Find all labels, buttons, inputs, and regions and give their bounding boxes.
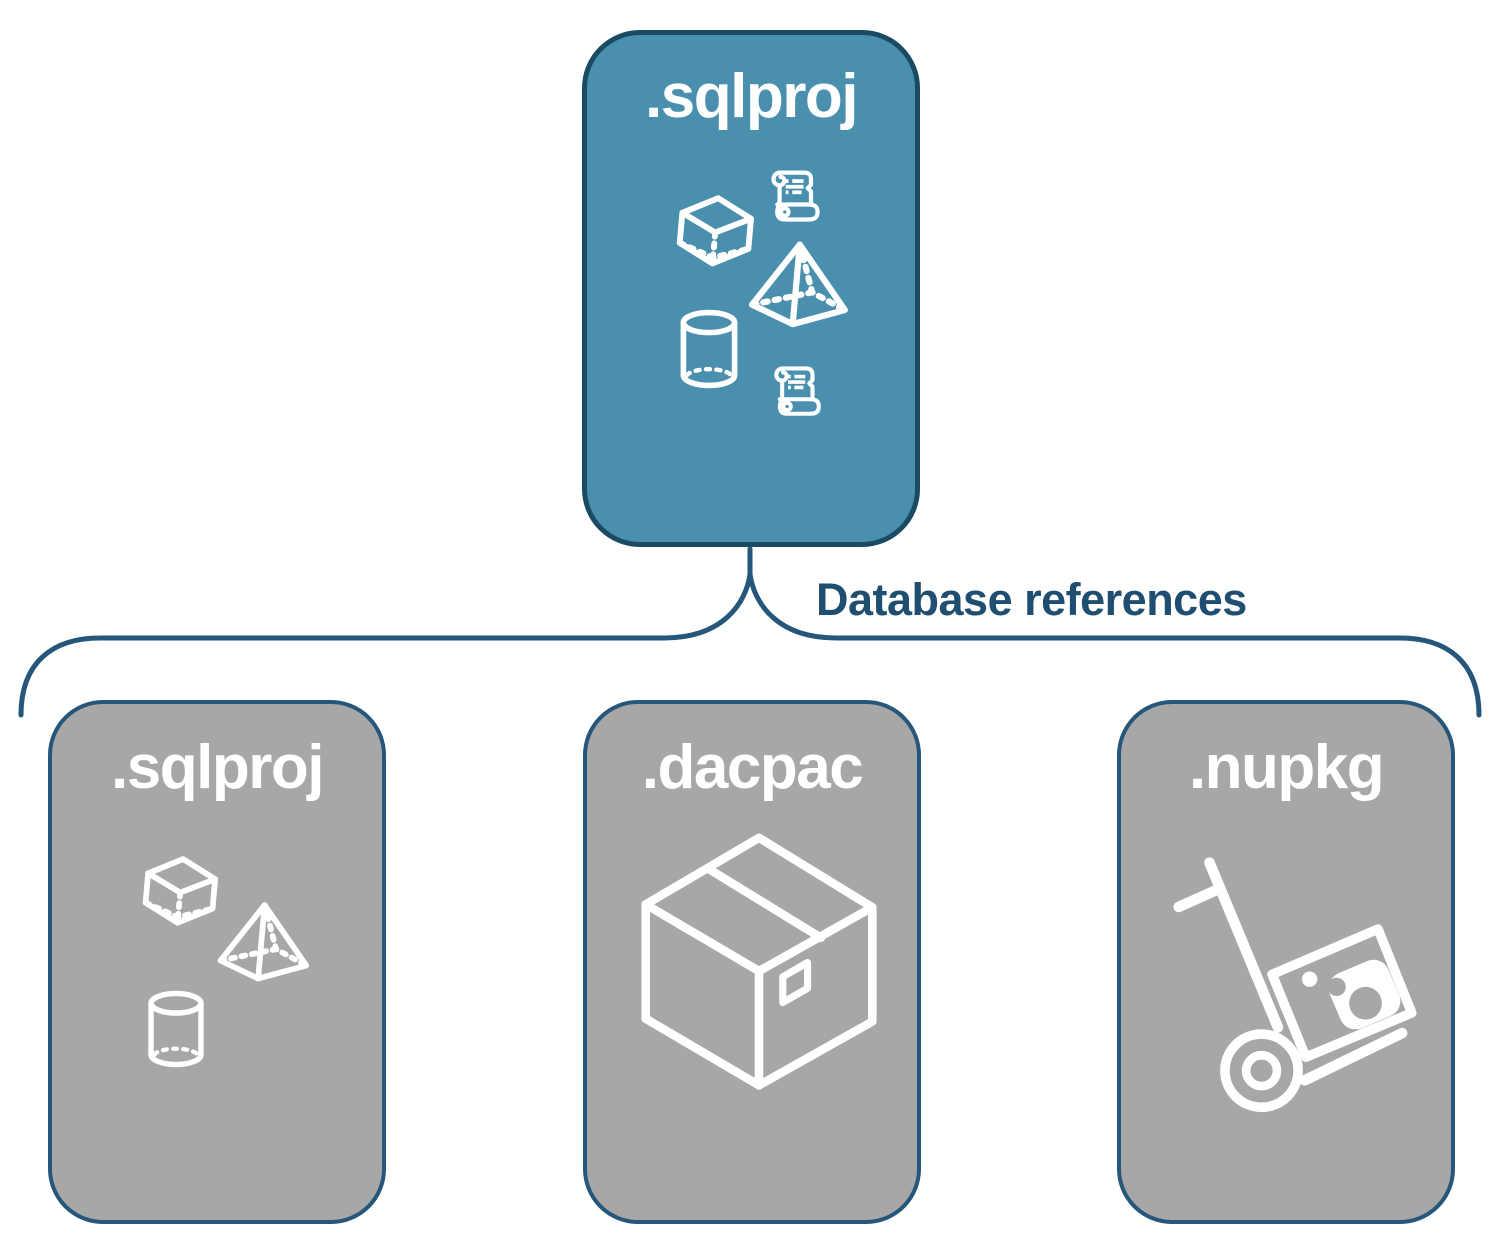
child-node-nupkg: .nupkg [1117, 700, 1455, 1224]
package-box-icon [640, 832, 878, 1094]
child-node-title: .nupkg [1188, 733, 1385, 802]
nuget-handtruck-icon [1166, 854, 1436, 1114]
connector-label: Database references [816, 574, 1247, 625]
connector-left-branch [18, 546, 753, 718]
cube-icon [136, 851, 225, 940]
scroll-icon [769, 363, 827, 421]
child-node-sqlproj: .sqlproj [48, 700, 386, 1224]
root-node-title: .sqlproj [645, 62, 858, 131]
child-node-title: .sqlproj [111, 733, 324, 802]
child-node-title: .dacpac [641, 733, 864, 802]
pyramid-icon [745, 239, 851, 328]
cylinder-icon [144, 990, 208, 1068]
connector-right-branch [747, 546, 1482, 718]
scroll-icon [766, 167, 826, 227]
root-node-sqlproj: .sqlproj [582, 30, 920, 547]
cylinder-icon [677, 309, 741, 389]
pyramid-icon [214, 898, 312, 984]
child-node-dacpac: .dacpac [583, 700, 921, 1224]
